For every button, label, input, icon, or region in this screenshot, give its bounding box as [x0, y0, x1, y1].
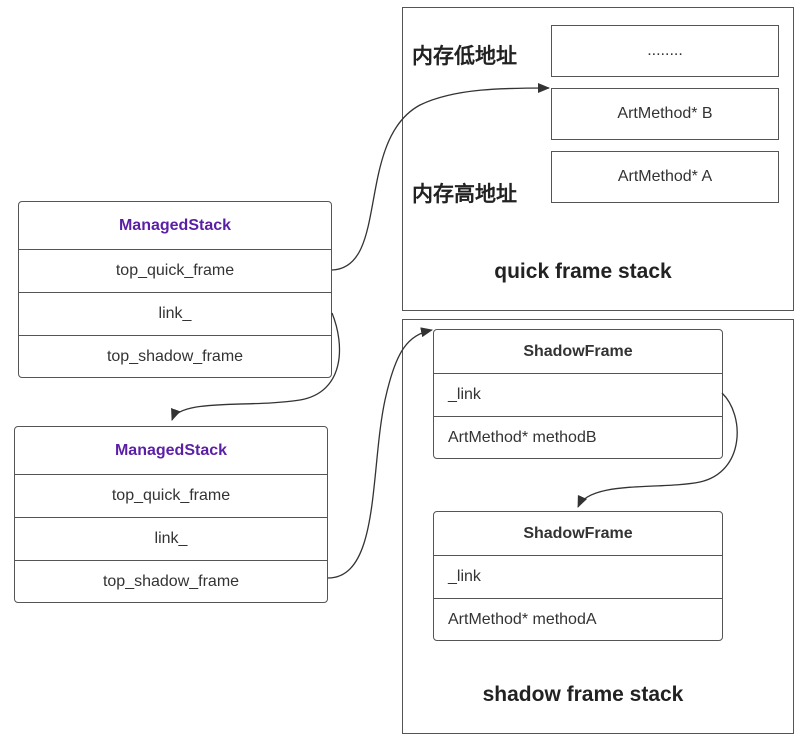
shadow-frame-a-header: ShadowFrame — [434, 512, 722, 555]
divider — [15, 560, 327, 561]
shadow-frame-b-header: ShadowFrame — [434, 330, 722, 373]
divider — [434, 416, 722, 417]
managed-stack-bottom-header: ManagedStack — [15, 427, 327, 474]
managed-stack-top-quick-frame: top_quick_frame — [115, 262, 235, 279]
quick-slot-ellipsis: ........ — [551, 25, 779, 77]
quick-slot-artmethod-a-text: ArtMethod* A — [617, 168, 713, 185]
quick-slot-artmethod-a: ArtMethod* A — [551, 151, 779, 203]
managed-stack-top-title: ManagedStack — [118, 216, 232, 234]
managed-stack-top: ManagedStack top_quick_frame link_ top_s… — [18, 201, 332, 378]
shadow-frame-stack-panel: ShadowFrame _link ArtMethod* methodB Sha… — [402, 319, 794, 734]
quick-frame-stack-caption: quick frame stack — [494, 260, 672, 283]
managed-stack-bottom: ManagedStack top_quick_frame link_ top_s… — [14, 426, 328, 603]
divider — [434, 555, 722, 556]
shadow-frame-a-link: _link — [448, 568, 481, 585]
divider — [19, 292, 331, 293]
shadow-frame-a-title: ShadowFrame — [523, 524, 633, 542]
shadow-frame-stack-caption: shadow frame stack — [482, 683, 684, 706]
quick-slot-artmethod-b-text: ArtMethod* B — [617, 105, 713, 122]
managed-stack-bottom-link: link_ — [154, 530, 188, 547]
arrow-link-to-shadowframe-a — [577, 392, 738, 508]
managed-stack-top-link: link_ — [158, 305, 192, 322]
divider — [19, 335, 331, 336]
divider — [15, 474, 327, 475]
shadow-frame-a: ShadowFrame _link ArtMethod* methodA — [433, 511, 723, 641]
high-address-label: 内存高地址 — [412, 182, 517, 206]
shadow-frame-a-method: ArtMethod* methodA — [448, 611, 597, 628]
low-address-label: 内存低地址 — [412, 44, 517, 68]
shadow-frame-b-method: ArtMethod* methodB — [448, 429, 597, 446]
divider — [434, 373, 722, 374]
quick-slot-artmethod-b: ArtMethod* B — [551, 88, 779, 140]
shadow-frame-b-title: ShadowFrame — [523, 342, 633, 360]
shadow-frame-b-link: _link — [448, 386, 481, 403]
divider — [15, 517, 327, 518]
arrow-top-quick-frame-to-artmethod-b — [331, 83, 550, 271]
arrow-link-to-managed-stack — [171, 312, 341, 421]
managed-stack-top-header: ManagedStack — [19, 202, 331, 249]
arrow-top-shadow-frame-to-shadowframe-b — [327, 327, 433, 579]
quick-slot-ellipsis-text: ........ — [647, 42, 683, 59]
managed-stack-bottom-quick-frame: top_quick_frame — [111, 487, 231, 504]
managed-stack-bottom-shadow-frame: top_shadow_frame — [102, 573, 240, 590]
divider — [434, 598, 722, 599]
quick-frame-stack-panel: 内存低地址 内存高地址 ........ ArtMethod* B ArtMet… — [402, 7, 794, 311]
managed-stack-top-shadow-frame: top_shadow_frame — [106, 348, 244, 365]
divider — [19, 249, 331, 250]
managed-stack-bottom-title: ManagedStack — [114, 441, 228, 459]
